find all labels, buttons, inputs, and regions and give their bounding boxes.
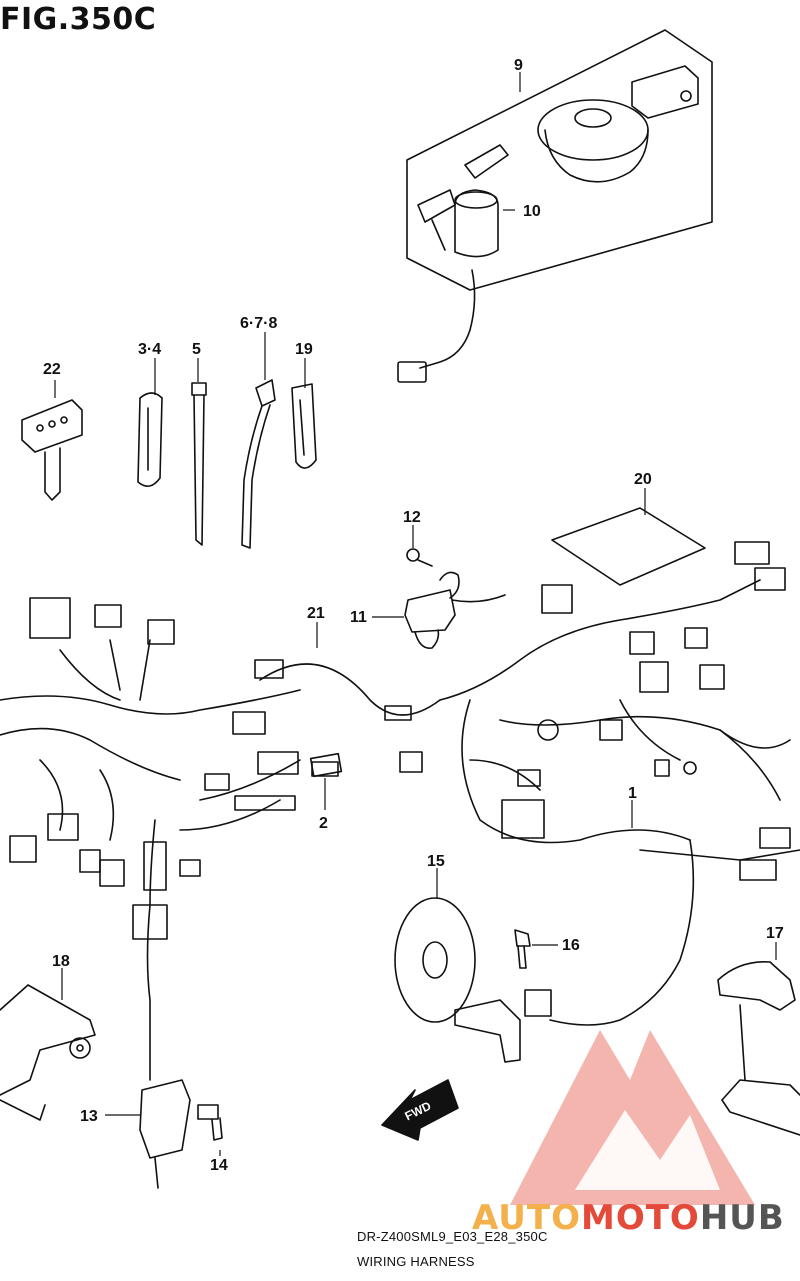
part-6-7-8-band [241,379,276,549]
callout-12: 12 [403,509,421,526]
part-3-4-clamp [137,392,163,487]
callout-19: 19 [295,341,313,358]
callout-16: 16 [562,937,580,954]
callout-21: 21 [307,605,325,622]
part-15-horn [394,897,552,1063]
watermark-part-3: HUB [699,1198,785,1238]
figure-title: FIG.350C [0,2,157,37]
watermark-logo [510,1030,755,1205]
callout-22: 22 [43,361,61,378]
callout-9: 9 [514,57,523,74]
part-19-clamp [291,383,317,469]
callout-13: 13 [80,1108,98,1125]
watermark-part-2: MOTO [580,1198,700,1238]
part-20-sheet [551,507,706,586]
callout-10: 10 [523,203,541,220]
watermark-part-1: AUTO [472,1198,581,1238]
callout-2: 2 [319,815,328,832]
part-9-ignition-set [397,29,713,383]
part-13-switch [132,904,223,1189]
diagram-title: WIRING HARNESS [357,1254,475,1269]
part-5-tie [191,382,207,546]
fwd-arrow [381,1079,459,1141]
callout-15: 15 [427,853,445,870]
watermark-text: AUTOMOTOHUB [472,1198,785,1238]
part-17-bracket [717,961,800,1136]
part-1-wiring-harness [0,541,800,1026]
callout-14: 14 [210,1157,228,1174]
callout-5: 5 [192,341,201,358]
part-18-bracket [0,984,96,1121]
callout-11: 11 [350,609,367,626]
callout-1: 1 [628,785,637,802]
part-11-12-sensor [404,548,506,649]
callout-20: 20 [634,471,652,488]
part-22-key [21,399,83,501]
model-code: DR-Z400SML9_E03_E28_350C [357,1229,548,1244]
callout-17: 17 [766,925,784,942]
callout-18: 18 [52,953,70,970]
callout-6-7-8: 6·7·8 [240,315,277,332]
callout-3-4: 3·4 [138,341,161,358]
